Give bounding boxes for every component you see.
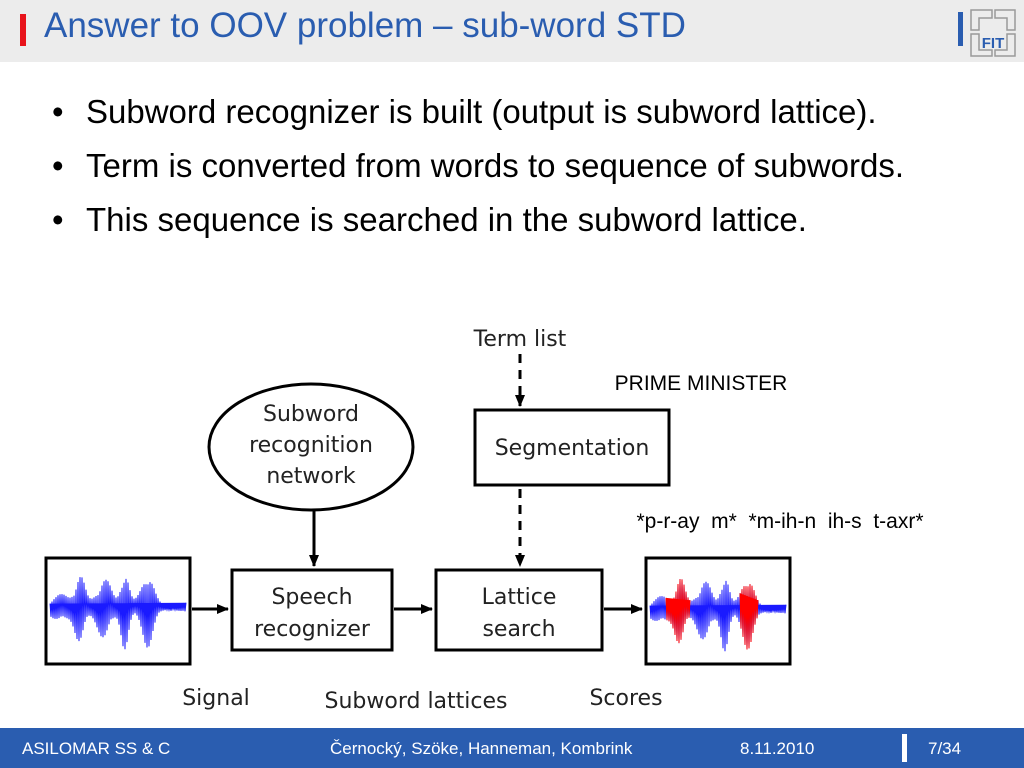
lattice-search-line1: Lattice [482,585,557,610]
network-label-line2: recognition [249,433,373,458]
bullet-item: •This sequence is searched in the subwor… [52,201,807,238]
footer-conference: ASILOMAR SS & C [22,739,171,758]
footer-date: 8.11.2010 [740,739,815,758]
slide-title: Answer to OOV problem – sub-word STD [44,6,686,45]
segmentation-box [473,408,671,487]
bullet-list: •Subword recognizer is built (output is … [48,92,1008,254]
example-subwords-annotation: *p-r-ay m* *m-ih-n ih-s t-axr* [636,510,923,533]
lattice-search-box [434,568,604,652]
sub-word-std-diagram: Term list Subword recognition network Se… [44,327,924,714]
network-ellipse [207,382,415,512]
signal-label: Signal [182,686,250,711]
scores-label: Scores [589,686,662,711]
example-term-annotation: PRIME MINISTER [615,372,788,395]
network-label-line3: network [266,464,356,489]
term-list-label: Term list [473,327,567,352]
footer-divider [902,734,907,762]
signal-waveform [49,577,187,650]
slide-header: Answer to OOV problem – sub-word STD FIT [0,0,1024,62]
lattice-search-line2: search [482,617,555,642]
segmentation-label: Segmentation [495,436,650,461]
fit-logo-icon: FIT [970,9,1016,57]
logo-divider [958,12,963,46]
logo-text: FIT [982,35,1005,52]
bullet-item: •Subword recognizer is built (output is … [52,93,877,130]
bullet-item: •Term is converted from words to sequenc… [52,147,905,184]
slide-footer: ASILOMAR SS & C Černocký, Szöke, Hannema… [0,728,1024,768]
speech-recognizer-line1: Speech [271,585,352,610]
speech-recognizer-box [230,568,394,652]
title-accent-bar [20,14,26,46]
subword-lattices-label: Subword lattices [325,689,508,714]
signal-box [44,556,192,666]
scores-waveform [649,579,787,652]
footer-authors: Černocký, Szöke, Hanneman, Kombrink [330,739,633,758]
speech-recognizer-line2: recognizer [254,617,371,642]
footer-page-number: 7/34 [928,739,962,758]
network-label-line1: Subword [263,402,359,427]
